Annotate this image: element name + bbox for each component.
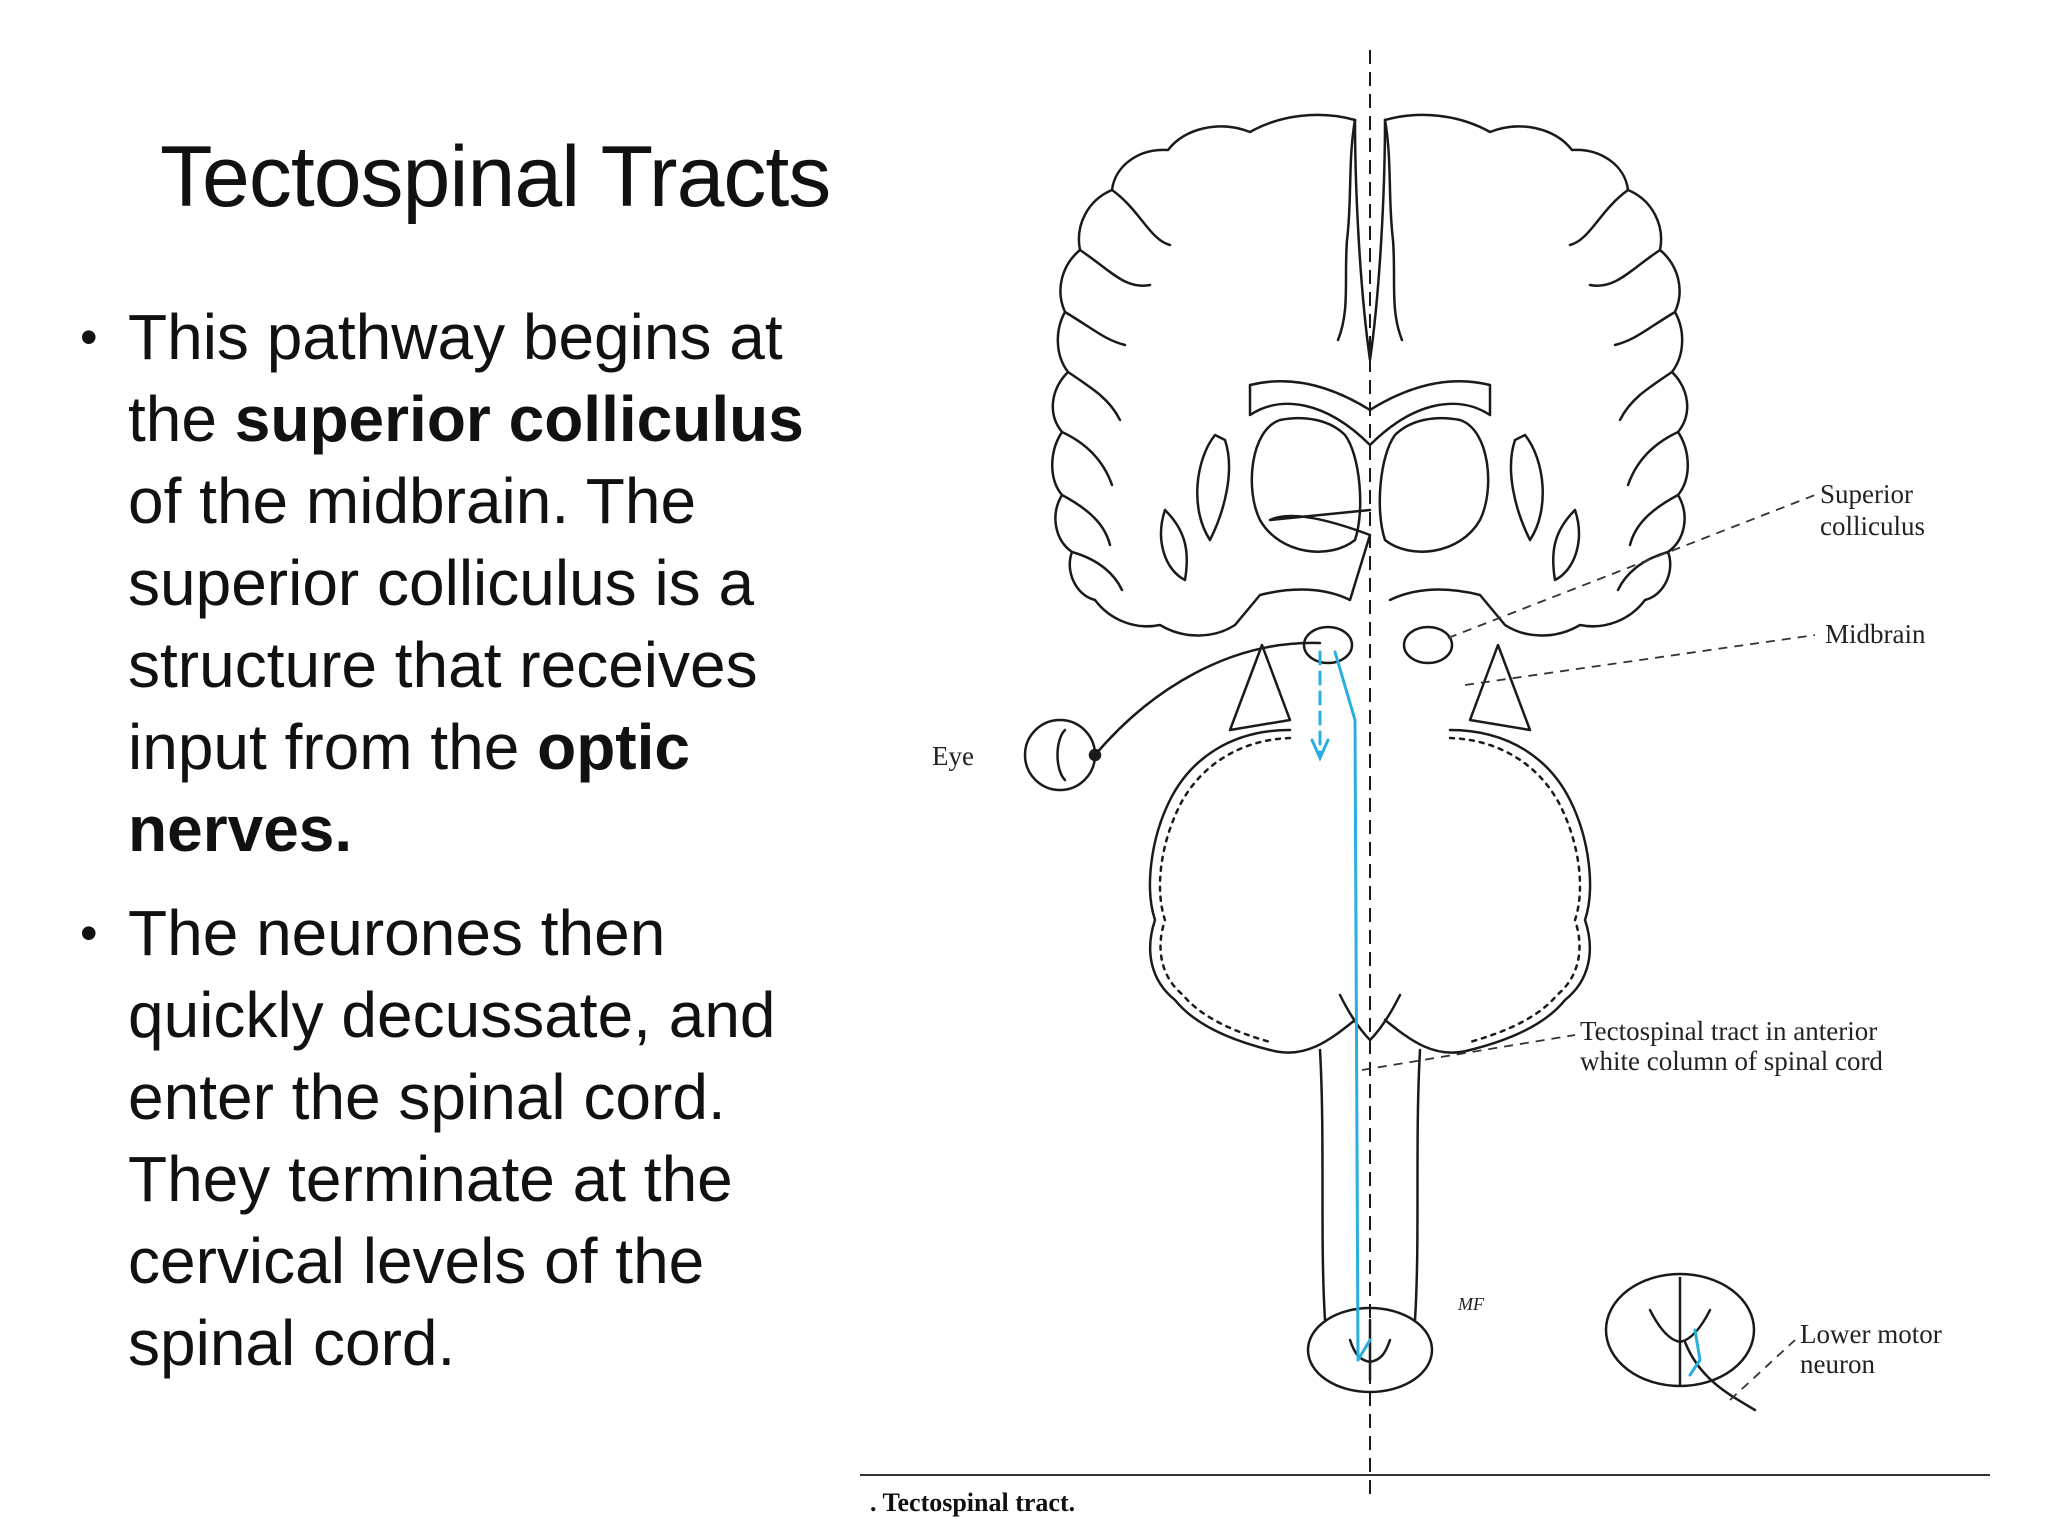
bullet-text: This pathway begins at the superior coll…: [128, 301, 804, 865]
label-tract-line-2: white column of spinal cord: [1580, 1046, 1883, 1076]
eye-globe: [1023, 718, 1097, 792]
bullet-item-2: • The neurones then quickly decussate, a…: [80, 892, 850, 1384]
label-midbrain: Midbrain: [1825, 619, 1926, 649]
right-cortex-folds: [1383, 118, 1680, 592]
right-superior-colliculus: [1402, 625, 1454, 665]
left-superior-colliculus: [1302, 625, 1354, 665]
tectospinal-diagram: Eye Superior colliculus Midbrain Tectosp…: [850, 40, 2000, 1530]
label-superior-colliculus-line-1: Superior: [1820, 479, 1913, 509]
right-ventricle: [1378, 416, 1490, 553]
leader-midbrain: [1464, 634, 1816, 686]
text-run: This pathway begins at the: [128, 301, 783, 455]
tract-termination-2: [1688, 1328, 1702, 1377]
brain-diagram-svg: [860, 50, 1990, 1500]
eye-nerve-dot: [1088, 748, 1102, 762]
right-lateral-structure: [1509, 433, 1581, 582]
left-lateral-structure: [1159, 433, 1231, 582]
bullet-text: The neurones then quickly decussate, and…: [128, 897, 776, 1379]
label-tract-line-1: Tectospinal tract in anterior: [1580, 1016, 1878, 1046]
bold-term-optic-nerves: optic nerves.: [128, 711, 690, 865]
bullet-list: • This pathway begins at the superior co…: [80, 296, 850, 1406]
lower-motor-neuron: [1683, 1340, 1757, 1412]
leader-superior-colliculus: [1447, 494, 1816, 639]
eye-lens: [1056, 728, 1067, 782]
corpus-callosum: [1248, 379, 1492, 447]
optic-nerve-path: [1093, 641, 1322, 757]
tract-arrow-head: [1310, 738, 1330, 762]
right-hemisphere-outline: [1383, 113, 1689, 637]
bullet-dot: •: [80, 905, 98, 961]
bold-term-superior-colliculus: superior colliculus: [234, 383, 804, 455]
label-superior-colliculus-line-2: colliculus: [1820, 511, 1925, 541]
leader-lower-motor-neuron: [1729, 1339, 1796, 1401]
midbrain-left: [1228, 643, 1292, 732]
figure-caption: . Tectospinal tract.: [870, 1488, 1076, 1517]
cerebellum-edge: [1158, 736, 1582, 1044]
left-hemisphere-outline: [1051, 113, 1372, 637]
label-eye: Eye: [932, 741, 974, 771]
slide-title: Tectospinal Tracts: [160, 129, 831, 225]
midbrain-right: [1468, 643, 1532, 732]
bullet-dot: •: [80, 309, 98, 365]
cerebellum-outline: [1148, 728, 1592, 1054]
label-lower-motor-line-1: Lower motor: [1800, 1319, 1942, 1349]
label-lower-motor-line-2: neuron: [1800, 1349, 1875, 1379]
tract-termination-1: [1356, 1338, 1372, 1362]
leader-tectospinal-tract: [1361, 1034, 1576, 1071]
label-artist-initials: MF: [1458, 1294, 1484, 1314]
left-ventricle: [1250, 416, 1362, 553]
tract-descending: [1333, 650, 1360, 1362]
cross-section-2-grey-matter: [1648, 1276, 1712, 1387]
bullet-item-1: • This pathway begins at the superior co…: [80, 296, 850, 870]
left-cortex-folds: [1060, 118, 1357, 592]
text-run: of the midbrain. The superior colliculus…: [128, 465, 758, 783]
